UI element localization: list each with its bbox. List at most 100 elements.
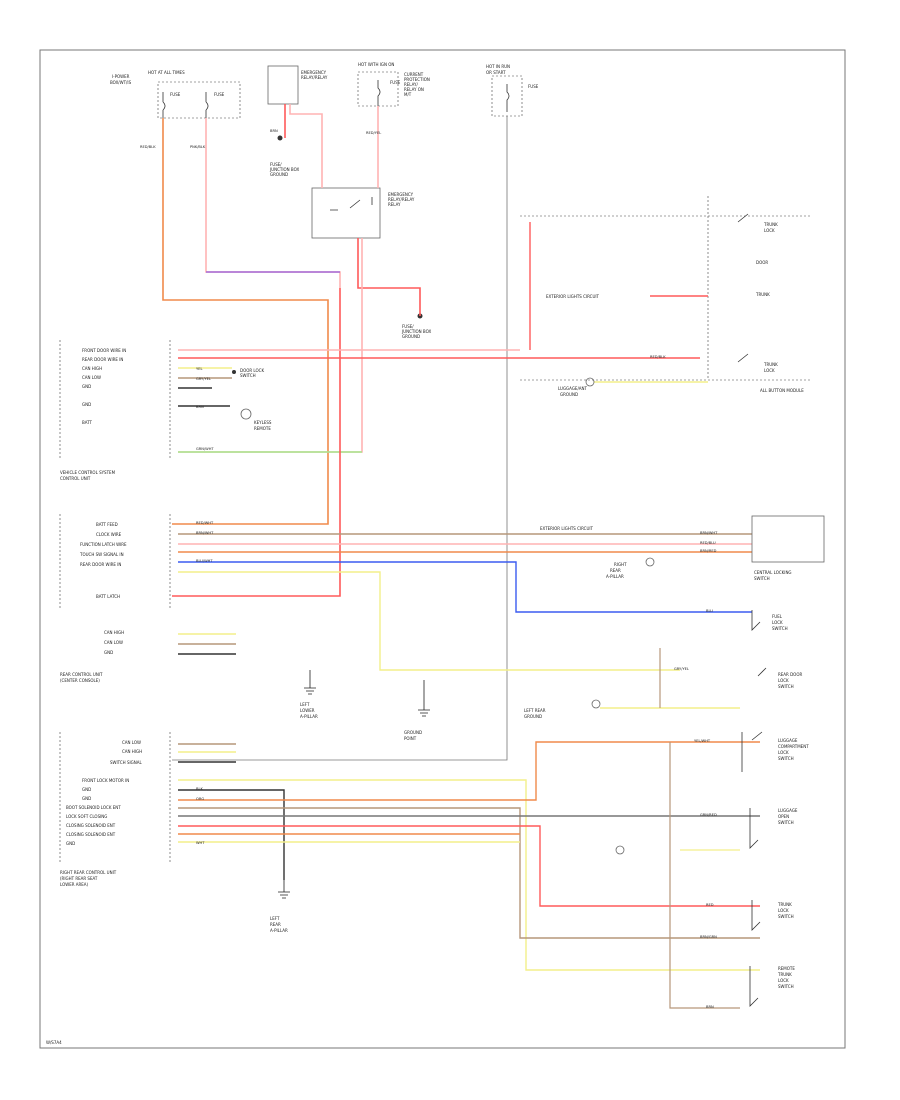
central-locking-switch: CENTRAL LOCKING SWITCH [751,515,825,581]
left-lower-a-pillar: LEFT LOWER A-PILLAR [300,670,318,719]
svg-text:BLU/WHT: BLU/WHT [196,559,213,563]
svg-text:LUGGAGE/ANT: LUGGAGE/ANT [558,386,588,391]
rear-control-unit: REAR CONTROL UNIT (CENTER CONSOLE) BATT … [59,514,171,683]
svg-text:RELAY/: RELAY/ [404,82,418,87]
svg-text:RIGHT: RIGHT [614,562,627,567]
luggage-ground: LUGGAGE/ANT GROUND [558,377,595,397]
rear-door-lock-switch: REAR DOOR LOCK SWITCH [757,667,802,689]
svg-text:(RIGHT REAR SEAT: (RIGHT REAR SEAT [60,876,98,881]
footer-code: W/S7A4 [46,1040,62,1045]
svg-text:CAN LOW: CAN LOW [104,640,123,645]
svg-text:GROUND: GROUND [524,714,542,719]
svg-text:PROTECTION: PROTECTION [404,77,430,82]
svg-text:SWITCH: SWITCH [772,626,788,631]
svg-text:GND: GND [82,796,91,801]
svg-text:GRY/YEL: GRY/YEL [196,377,211,381]
svg-text:LOWER AREA): LOWER AREA) [60,882,89,887]
fuse-block-mid: HOT AT ALL TIMES FUSE FUSE [148,70,241,119]
svg-text:GND: GND [82,402,91,407]
svg-text:FUSE: FUSE [528,84,539,89]
wire-red-relay [357,238,421,316]
ground-point: GROUND POINT [404,680,430,741]
exterior-lights-2: EXTERIOR LIGHTS CIRCUIT [546,294,600,299]
svg-text:A-PILLAR: A-PILLAR [300,714,318,719]
svg-text:FUSE/: FUSE/ [270,162,282,167]
svg-text:SWITCH: SWITCH [240,373,256,378]
luggage-open-switch: LUGGAGE OPEN SWITCH [749,808,798,849]
svg-text:RELAY: RELAY [388,202,401,207]
svg-text:CAN HIGH: CAN HIGH [104,630,124,635]
svg-text:DOOR: DOOR [756,260,768,265]
wire-pink-right [289,104,323,188]
svg-text:REAR DOOR WIRE IN: REAR DOOR WIRE IN [80,562,121,567]
svg-text:FUSE: FUSE [214,92,225,97]
svg-text:LUGGAGE: LUGGAGE [778,808,798,813]
svg-text:REAR CONTROL UNIT: REAR CONTROL UNIT [60,672,103,677]
svg-text:GND: GND [104,650,113,655]
svg-text:REAR DOOR WIRE IN: REAR DOOR WIRE IN [82,357,123,362]
svg-text:PNK/BLK: PNK/BLK [190,145,206,149]
current-relay-labels: CURRENT PROTECTION RELAY/ RELAY ON M/T [404,72,430,97]
svg-text:DOOR LOCK: DOOR LOCK [240,368,264,373]
svg-text:SWITCH: SWITCH [778,984,794,989]
svg-text:RED: RED [706,903,714,907]
svg-text:CAN LOW: CAN LOW [82,375,101,380]
svg-text:FUSE/: FUSE/ [402,324,414,329]
svg-text:TRUNK: TRUNK [777,902,792,907]
svg-text:(CENTER CONSOLE): (CENTER CONSOLE) [60,678,100,683]
svg-text:FRONT LOCK MOTOR IN: FRONT LOCK MOTOR IN [82,778,129,783]
svg-text:SWITCH: SWITCH [778,914,794,919]
svg-text:HOT AT ALL TIMES: HOT AT ALL TIMES [148,70,185,75]
svg-text:BLK: BLK [196,787,203,791]
fuse-junction-2: FUSE/ JUNCTION BOX GROUND [401,313,431,339]
svg-text:A-PILLAR: A-PILLAR [270,928,288,933]
svg-text:CAN HIGH: CAN HIGH [122,749,142,754]
svg-text:SWITCH: SWITCH [754,576,770,581]
svg-text:CLOCK WIRE: CLOCK WIRE [96,532,122,537]
all-button-module: ALL BUTTON MODULE TRUNK LOCK DOOR TRUNK … [520,196,812,393]
fuel-lock-switch: FUEL LOCK SWITCH [751,610,788,631]
svg-text:CENTRAL LOCKING: CENTRAL LOCKING [754,570,792,575]
svg-text:BRN/RED: BRN/RED [700,549,717,553]
svg-text:YEL: YEL [196,367,202,371]
fuse-junction-1: FUSE/ JUNCTION BOX GROUND [269,135,299,177]
trunk-lock-switch: TRUNK LOCK SWITCH [751,900,794,931]
emergency-relay: EMERGENCY RELAY/RELAY RELAY [311,187,415,239]
svg-text:RIGHT REAR CONTROL UNIT: RIGHT REAR CONTROL UNIT [60,870,117,875]
svg-text:GROUND: GROUND [270,172,288,177]
svg-text:GROUND: GROUND [404,730,422,735]
svg-text:REAR: REAR [610,568,621,573]
svg-text:BLU: BLU [706,609,713,613]
svg-text:REAR: REAR [270,922,281,927]
svg-text:M/T: M/T [404,92,412,97]
svg-text:LOCK: LOCK [778,750,789,755]
svg-text:LEFT: LEFT [300,702,310,707]
svg-text:BRN: BRN [270,129,278,133]
left-rear-a-pillar: LEFT REAR A-PILLAR [270,880,290,933]
svg-text:WHT: WHT [196,841,205,845]
svg-text:OR START: OR START [486,70,506,75]
svg-text:REMOTE: REMOTE [778,966,795,971]
svg-text:TOUCH SW SIGNAL IN: TOUCH SW SIGNAL IN [79,552,124,557]
svg-text:LOCK: LOCK [778,908,789,913]
emergency-box: EMERGENCY RELAY/RELAY [267,65,328,105]
svg-text:CAN LOW: CAN LOW [122,740,141,745]
svg-text:BOX/WT/IS: BOX/WT/IS [110,80,132,85]
svg-text:EMERGENCY: EMERGENCY [301,70,327,75]
svg-text:BRN: BRN [196,405,204,409]
svg-text:BRN/WHT: BRN/WHT [700,531,718,535]
svg-text:LEFT: LEFT [270,916,280,921]
svg-text:CLOSING SOLENOID ENT: CLOSING SOLENOID ENT [66,823,116,828]
svg-text:GND: GND [82,384,91,389]
svg-text:GRY/YEL: GRY/YEL [674,667,689,671]
svg-text:FUEL: FUEL [772,614,783,619]
svg-text:RELAY/RELAY: RELAY/RELAY [388,197,415,202]
svg-text:ORG: ORG [196,797,204,801]
svg-text:SWITCH SIGNAL: SWITCH SIGNAL [110,760,143,765]
svg-text:BRN/WHT: BRN/WHT [196,531,214,535]
svg-text:LOCK: LOCK [764,368,775,373]
svg-text:GND: GND [66,841,75,846]
svg-text:GRN/WHT: GRN/WHT [196,447,214,451]
wire-codes: RED/BLK PNK/BLK BRN RED/YEL YEL GRY/YEL … [140,129,718,1009]
